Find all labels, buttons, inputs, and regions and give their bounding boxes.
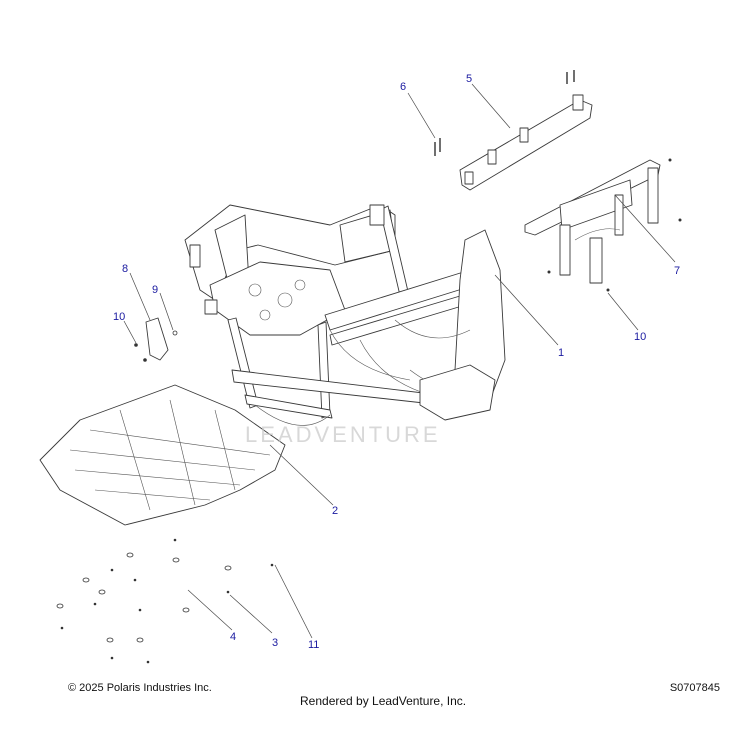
rendered-by-text: Rendered by LeadVenture, Inc.	[300, 694, 467, 708]
callout-7[interactable]: 7	[674, 265, 680, 277]
callout-4[interactable]: 4	[230, 631, 236, 643]
callout-6[interactable]: 6	[400, 81, 406, 93]
washer-grommet-part[interactable]	[56, 552, 232, 643]
callout-3[interactable]: 3	[272, 637, 278, 649]
watermark: LEADVENTURE	[245, 422, 441, 447]
copyright-text: © 2025 Polaris Industries Inc.	[68, 682, 212, 694]
side-bracket-part[interactable]	[145, 317, 169, 361]
callout-2[interactable]: 2	[332, 505, 338, 517]
rear-carrier-frame-part[interactable]	[524, 159, 661, 284]
callout-5[interactable]: 5	[466, 73, 472, 85]
callout-1[interactable]: 1	[558, 347, 564, 359]
callout-8[interactable]: 8	[122, 263, 128, 275]
clip-part[interactable]	[172, 330, 178, 336]
bolt-hardware-part[interactable]	[434, 70, 575, 156]
callout-9[interactable]: 9	[152, 284, 158, 296]
skid-plate-part[interactable]	[39, 384, 286, 526]
screw-hardware-part[interactable]	[60, 538, 274, 664]
document-id: S0707845	[669, 682, 720, 694]
upper-beam-part[interactable]	[459, 94, 593, 191]
callout-10-left[interactable]: 10	[113, 311, 125, 323]
callout-10-right[interactable]: 10	[634, 331, 646, 343]
leader-lines	[123, 83, 676, 639]
callout-11[interactable]: 11	[308, 639, 319, 651]
main-frame-part[interactable]	[184, 204, 506, 426]
nut-hardware-part[interactable]	[134, 158, 682, 362]
